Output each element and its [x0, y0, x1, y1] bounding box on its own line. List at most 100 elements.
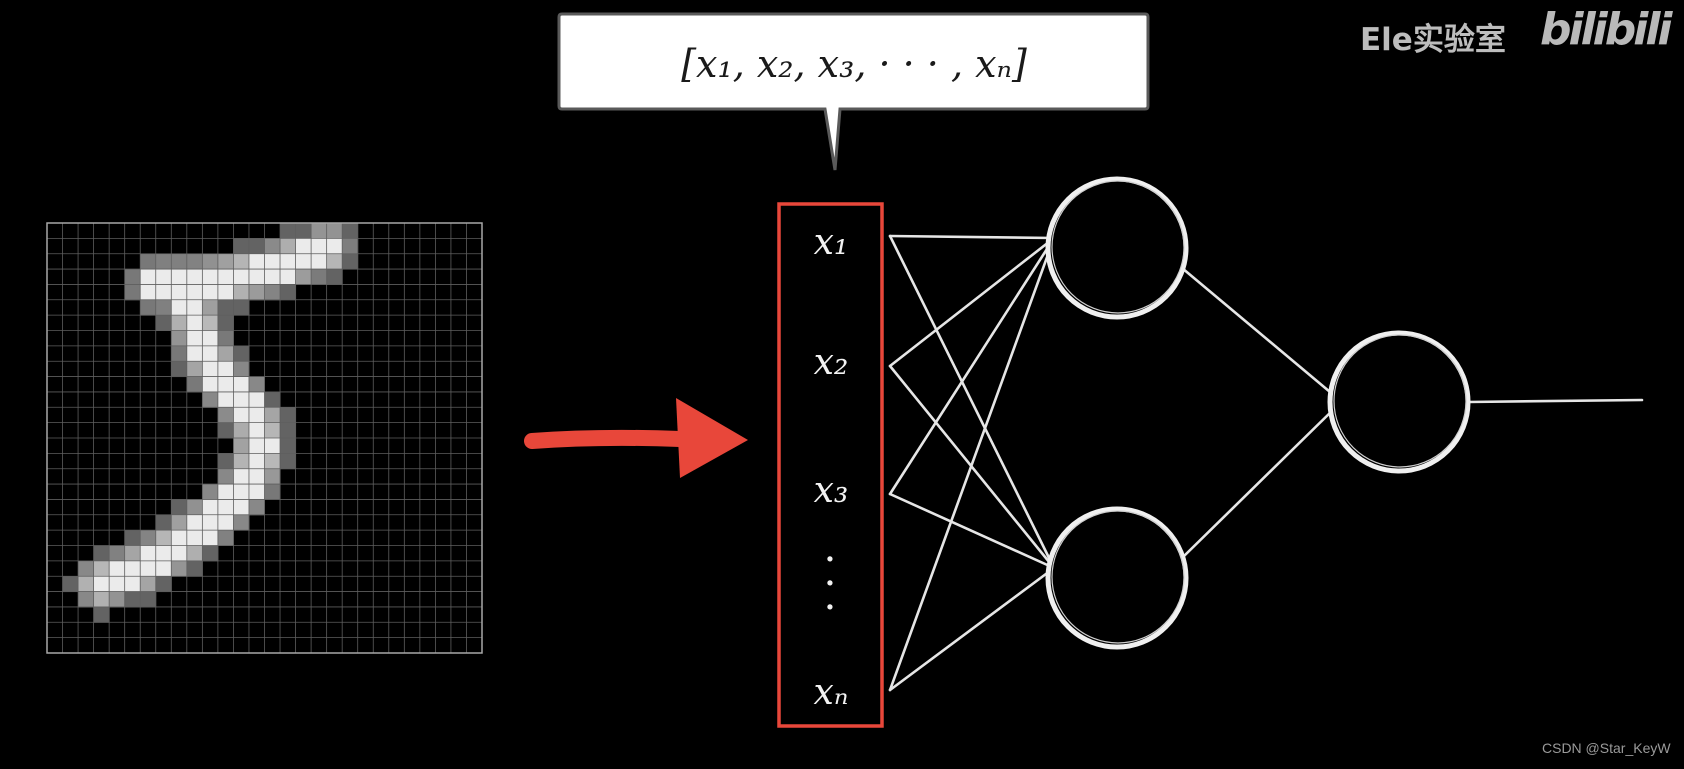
digit-pixel — [264, 438, 281, 454]
digit-pixel — [202, 545, 219, 562]
digit-pixel — [202, 315, 219, 331]
edge-x4-h1 — [888, 236, 1056, 692]
digit-pixel — [109, 591, 126, 608]
digit-pixel — [171, 315, 188, 331]
digit-pixel — [186, 361, 203, 378]
digit-pixel — [233, 361, 250, 378]
digit-pixel — [171, 299, 188, 316]
edge-h2-out — [1180, 405, 1338, 560]
digit-pixel — [155, 284, 172, 301]
digit-pixel — [155, 299, 172, 316]
digit-pixel — [171, 530, 188, 546]
digit-pixel — [280, 407, 297, 424]
digit-pixel — [93, 576, 110, 593]
vertical-ellipsis: ··· — [823, 537, 837, 631]
digit-pixel — [186, 284, 203, 301]
digit-pixel — [109, 545, 126, 562]
digit-pixel — [233, 345, 250, 362]
digit-pixel — [62, 576, 79, 593]
digit-pixel — [280, 238, 297, 255]
speech-bubble — [557, 12, 1150, 171]
digit-pixel — [248, 468, 265, 485]
flatten-arrow — [524, 398, 748, 478]
digit-pixel — [202, 253, 219, 270]
bilibili-logo: bilibili — [1540, 4, 1672, 55]
digit-pixel — [326, 269, 343, 285]
digit-pixel — [217, 253, 234, 270]
digit-pixel — [171, 345, 188, 362]
digit-pixel — [78, 591, 95, 608]
digit-pixel — [233, 299, 250, 316]
digit-pixel — [280, 422, 297, 439]
digit-pixel — [171, 284, 188, 301]
digit-pixel — [155, 576, 172, 593]
digit-pixel — [248, 438, 265, 454]
edge-h1-out — [1180, 266, 1338, 399]
hidden-neuron-2-sketch-ring — [1051, 510, 1185, 644]
digit-pixel — [202, 391, 219, 408]
digit-pixel — [186, 269, 203, 285]
digit-pixel — [186, 299, 203, 316]
digit-pixel — [202, 299, 219, 316]
digit-pixel — [217, 284, 234, 301]
digit-pixel — [233, 376, 250, 393]
digit-pixel — [217, 269, 234, 285]
digit-pixel — [186, 330, 203, 347]
edge-x2-h1 — [888, 236, 1056, 368]
digit-pixel — [140, 545, 157, 562]
digit-pixel — [202, 484, 219, 500]
hidden-neuron-1 — [1045, 176, 1189, 320]
digit-pixel — [217, 391, 234, 408]
digit-pixel — [264, 468, 281, 485]
digit-pixel — [78, 576, 95, 593]
digit-pixel — [78, 560, 95, 577]
digit-pixel — [202, 361, 219, 378]
edge-x4-h2 — [888, 566, 1056, 692]
digit-pixel — [280, 269, 297, 285]
digit-pixel — [217, 315, 234, 331]
input-label-xn: xₙ — [813, 672, 849, 713]
digit-pixel — [202, 499, 219, 516]
digit-pixel — [186, 545, 203, 562]
digit-pixel — [264, 391, 281, 408]
digit-pixel — [155, 315, 172, 331]
hidden-neuron-1-sketch-ring — [1051, 180, 1185, 314]
digit-pixel — [124, 560, 141, 577]
digit-pixel — [202, 376, 219, 393]
digit-pixel — [248, 407, 265, 424]
digit-pixel — [248, 453, 265, 470]
digit-pixel — [233, 438, 250, 454]
digit-pixel — [233, 499, 250, 516]
digit-pixel — [186, 345, 203, 362]
digit-pixel — [124, 545, 141, 562]
digit-pixel — [93, 545, 110, 562]
digit-pixel — [264, 284, 281, 301]
digit-pixel — [202, 284, 219, 301]
digit-pixel — [93, 560, 110, 577]
digit-pixel — [264, 407, 281, 424]
edge-x1-h1 — [888, 234, 1056, 240]
digit-pixel — [155, 530, 172, 546]
digit-pixel — [264, 453, 281, 470]
digit-pixel — [280, 438, 297, 454]
digit-pixel — [295, 238, 312, 255]
network-connections — [888, 234, 1644, 692]
digit-pixel — [311, 253, 328, 270]
digit-pixel — [202, 530, 219, 546]
digit-pixel — [140, 253, 157, 270]
digit-pixel — [171, 560, 188, 577]
digit-pixel — [217, 330, 234, 347]
digit-pixel — [326, 238, 343, 255]
output-line — [1466, 398, 1644, 404]
digit-pixel — [280, 284, 297, 301]
digit-pixel — [217, 453, 234, 470]
digit-pixel — [155, 545, 172, 562]
pixel-grid-lines — [47, 223, 482, 653]
digit-pixel — [342, 253, 359, 270]
hidden-neuron-2 — [1045, 506, 1189, 650]
digit-pixel — [248, 269, 265, 285]
digit-pixel — [295, 223, 312, 239]
digit-pixel — [186, 315, 203, 331]
digit-pixel — [109, 560, 126, 577]
